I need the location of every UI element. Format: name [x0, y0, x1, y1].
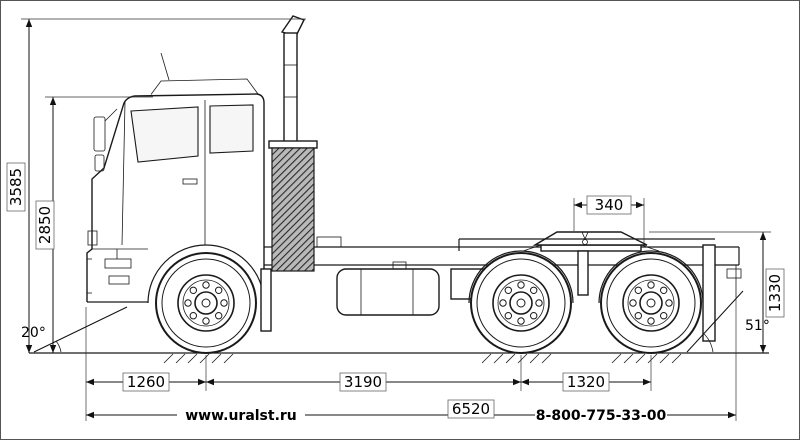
- truck-drawing: [86, 15, 742, 354]
- label-overall-length: 6520: [447, 399, 495, 419]
- antenna: [160, 52, 170, 81]
- approach-angle-value: 20°: [21, 325, 46, 341]
- door-front-seam: [121, 101, 126, 246]
- taillight: [726, 268, 742, 279]
- fuel-tank: [336, 268, 440, 316]
- fifth-wheel: [522, 231, 660, 252]
- front-overhang-value: 1260: [127, 373, 165, 391]
- air-filter-box: [271, 147, 315, 272]
- label-wheelbase: 3190: [339, 372, 387, 392]
- front-wheel: [155, 252, 257, 354]
- door-window: [130, 106, 199, 163]
- footer-website: www.uralst.ru: [177, 407, 305, 424]
- ground-hatch-rear2: [611, 353, 682, 364]
- label-fifth-wheel-offset: 340: [586, 195, 632, 215]
- bogie-base-value: 1320: [567, 373, 605, 391]
- door-handle: [182, 178, 198, 185]
- rear-fenders: [260, 238, 716, 342]
- mirror-main: [93, 116, 106, 152]
- exhaust-stack: [268, 15, 342, 272]
- departure-angle-line: [686, 290, 744, 353]
- wheelbase-value: 3190: [344, 373, 382, 391]
- headlight: [87, 230, 98, 246]
- fender-arch-axle3: [598, 250, 704, 304]
- mudflap-front: [260, 268, 272, 332]
- approach-angle-line: [33, 306, 128, 353]
- fifth-wheel-base: [540, 244, 642, 252]
- label-cab-height: 2850: [35, 200, 55, 250]
- departure-angle-value: 51°: [745, 318, 770, 334]
- air-box-cap: [268, 140, 318, 149]
- cab-step-upper: [104, 258, 132, 269]
- overall-length-value: 6520: [452, 400, 490, 418]
- ground-hatch-front: [163, 353, 234, 364]
- roof-deflector: [150, 78, 259, 95]
- fifth-wheel-height-value: 1330: [766, 274, 784, 312]
- dimension-labels: 3585 2850 1330 340 20° 51° 1260 3190 132…: [6, 162, 785, 424]
- rear-wheel-1: [470, 252, 572, 354]
- label-overall-height: 3585: [6, 162, 26, 212]
- ground-hatch-rear1: [481, 353, 552, 364]
- departure-angle-arc: [702, 332, 714, 353]
- mirror-wide-angle: [94, 154, 105, 172]
- label-front-overhang: 1260: [122, 372, 170, 392]
- rear-side-window: [209, 104, 254, 154]
- ground-line: [29, 352, 769, 364]
- rear-wheel-2: [600, 252, 702, 354]
- footer-phone: 8-800-775-33-00: [535, 407, 667, 424]
- overall-height-value: 3585: [7, 168, 25, 206]
- fifth-wheel-offset-value: 340: [595, 196, 624, 214]
- cab-step-lower: [108, 275, 130, 285]
- fuel-filler-cap: [392, 261, 407, 270]
- mirror-arm: [104, 108, 118, 122]
- phone-text: 8-800-775-33-00: [536, 408, 667, 424]
- cab: [86, 52, 265, 304]
- cab-height-value: 2850: [36, 206, 54, 244]
- label-fifth-wheel-height: 1330: [765, 268, 785, 318]
- mudflap-rear: [702, 244, 716, 342]
- label-bogie-base: 1320: [562, 372, 610, 392]
- fender-arch-axle2: [468, 250, 574, 304]
- mudflap-middle: [577, 250, 589, 296]
- front-wheel-arch: [147, 244, 265, 304]
- stack-pipe: [283, 32, 298, 148]
- website-text: www.uralst.ru: [185, 408, 297, 424]
- catwalk: [316, 236, 342, 248]
- approach-angle-arc: [55, 340, 62, 353]
